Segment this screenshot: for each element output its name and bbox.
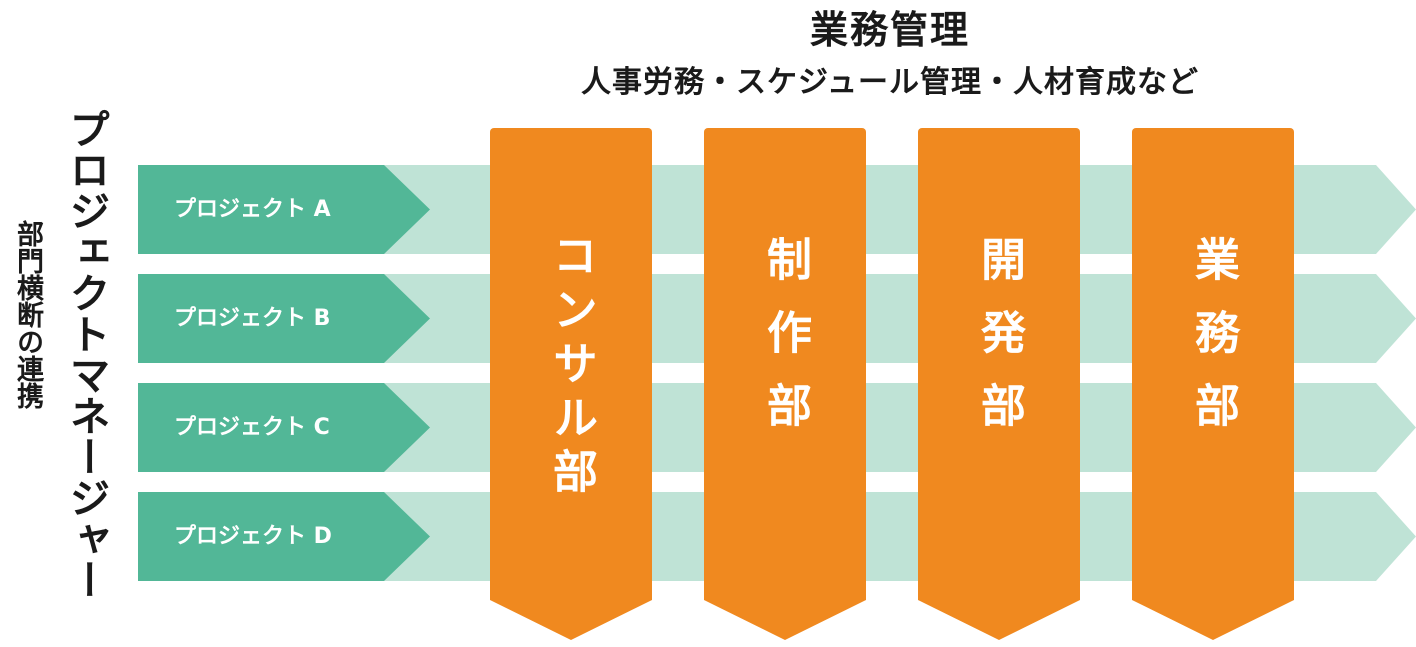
project-c-tag: プロジェクト C xyxy=(138,383,430,472)
business-management-title: 業務管理 xyxy=(809,8,970,52)
operations-department-column: 業務部 xyxy=(1132,128,1294,640)
operations-department-label: 業務部 xyxy=(1187,236,1240,455)
development-department-label: 開発部 xyxy=(973,236,1026,455)
project-d-tag: プロジェクト D xyxy=(138,492,430,581)
consulting-department-column: コンサル部 xyxy=(490,128,652,640)
production-department-label: 制作部 xyxy=(759,236,812,455)
project-manager-label: プロジェクトマネージャー xyxy=(62,108,110,600)
consulting-department-label: コンサル部 xyxy=(545,232,598,502)
project-b-tag: プロジェクト B xyxy=(138,274,430,363)
production-department-column: 制作部 xyxy=(704,128,866,640)
business-management-subtitle: 人事労務・スケジュール管理・人材育成など xyxy=(581,65,1199,100)
project-a-tag: プロジェクト A xyxy=(138,165,430,254)
cross-department-label: 部門横断の連携 xyxy=(12,220,43,409)
development-department-column: 開発部 xyxy=(918,128,1080,640)
